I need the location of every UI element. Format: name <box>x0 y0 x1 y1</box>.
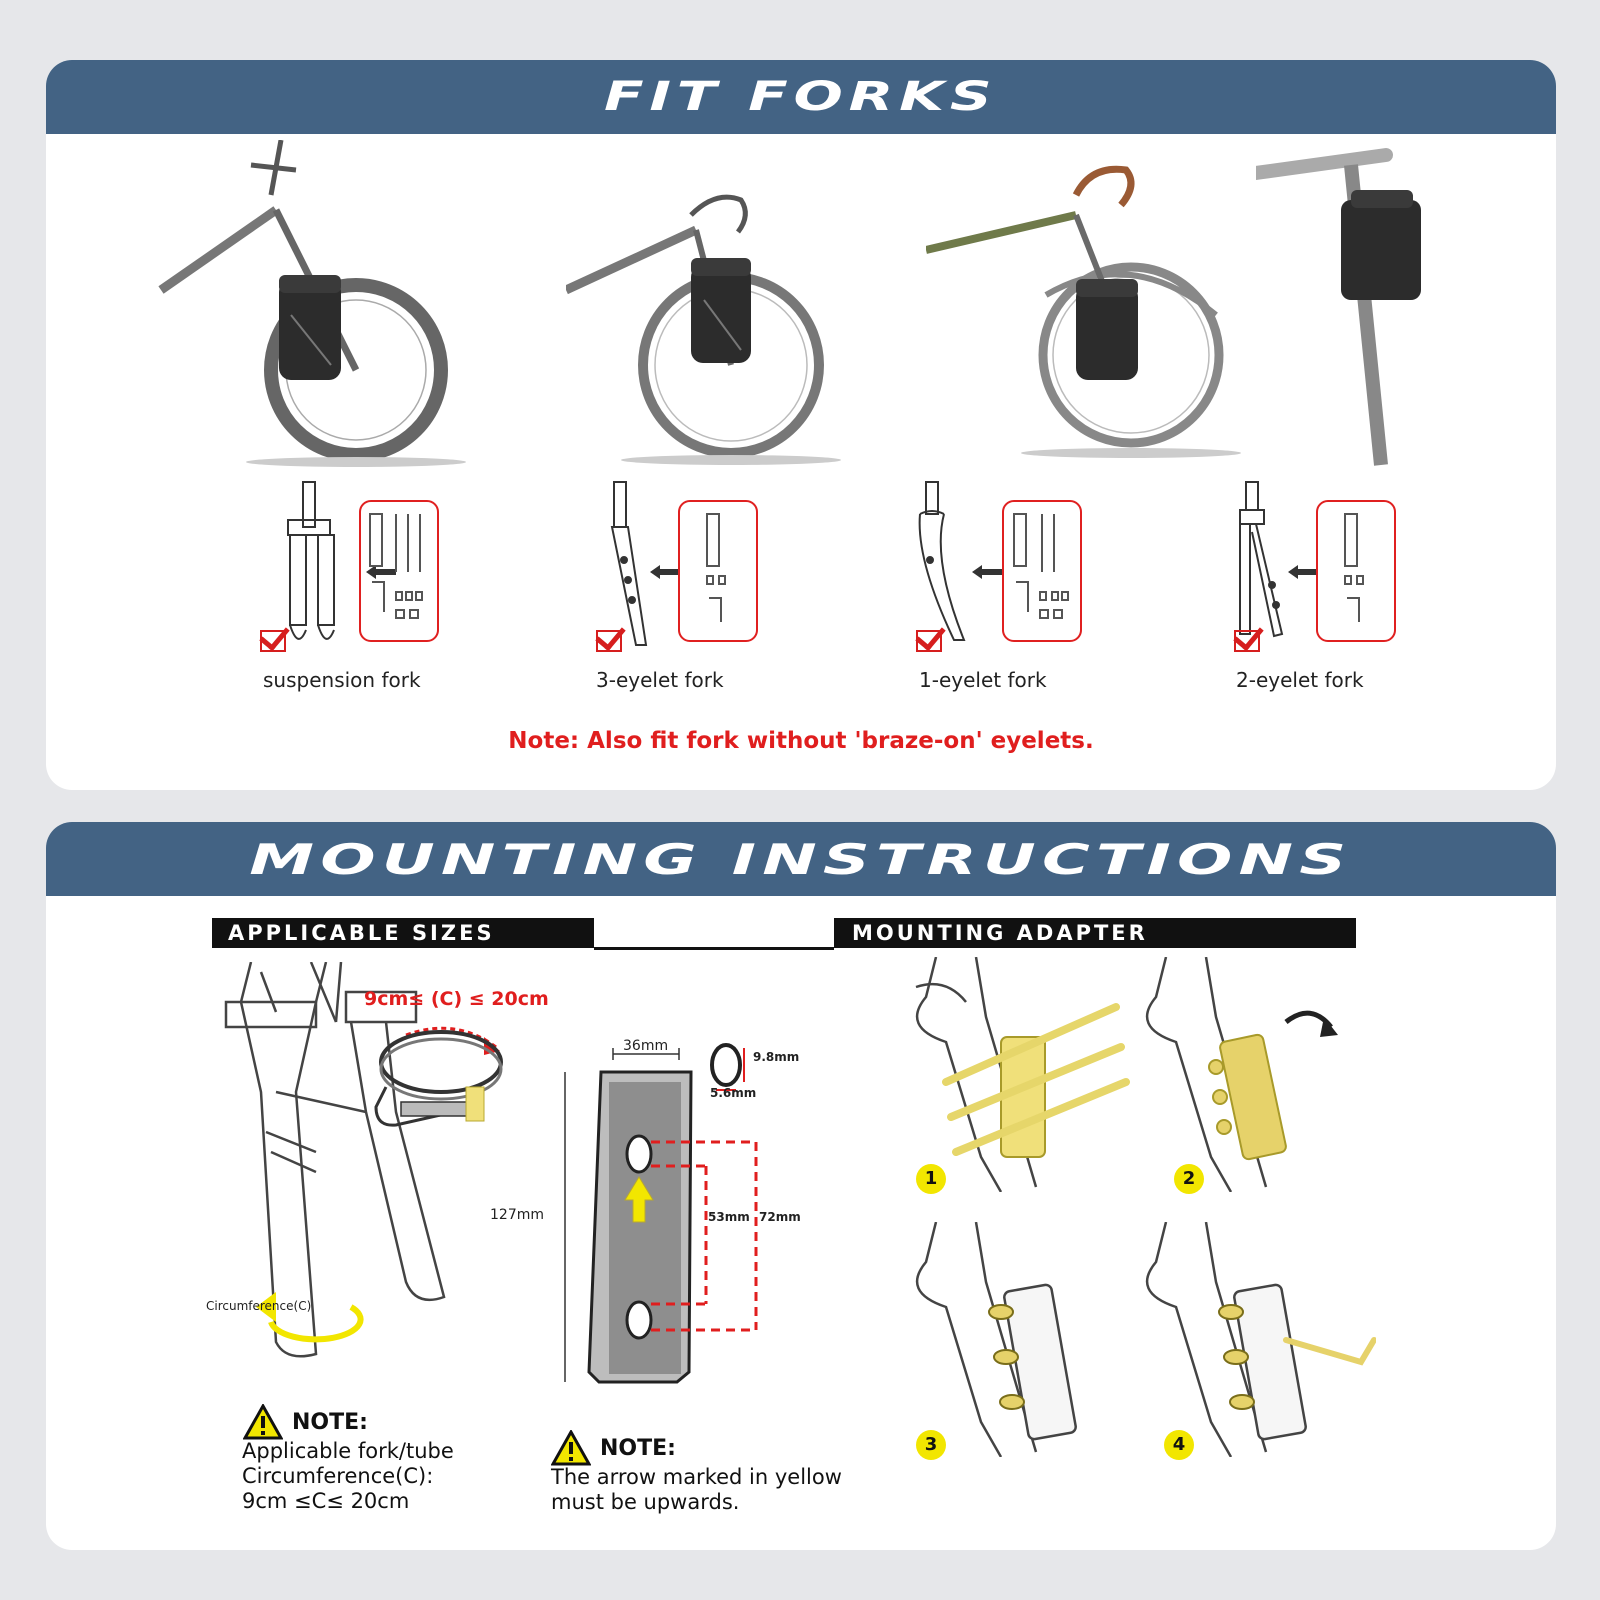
fork-label-suspension: suspension fork <box>263 668 421 692</box>
suspension-fork-drawing <box>224 962 446 1358</box>
arrow-direction-note: The arrow marked in yellow must be upwar… <box>551 1465 842 1515</box>
step-3-badge: 3 <box>916 1430 946 1460</box>
mounting-instructions-panel: MOUNTING INSTRUCTIONS APPLICABLE SIZES N… <box>46 822 1556 1550</box>
one-eyelet-fork-icon <box>918 481 966 641</box>
dim-width: 36mm <box>623 1038 669 1054</box>
kit-parts-icon <box>369 513 423 619</box>
suspension-fork-icon <box>287 481 335 640</box>
kit-parts-icon <box>706 513 726 622</box>
note-line: must be upwards. <box>551 1490 740 1514</box>
two-eyelet-fork-checkbox <box>1234 630 1260 652</box>
three-eyelet-fork-kit <box>678 500 758 642</box>
warning-icon <box>243 1404 283 1440</box>
scooter-image <box>1256 148 1421 466</box>
fork-label-one-eyelet: 1-eyelet fork <box>919 668 1047 692</box>
circumference-range-label: 9cm≤ (C) ≤ 20cm <box>364 988 549 1010</box>
section-divider <box>594 947 834 950</box>
hose-clamp-image <box>374 1026 503 1127</box>
one-eyelet-fork-checkbox <box>916 630 942 652</box>
kit-parts-icon <box>1344 513 1364 622</box>
note-heading: NOTE: <box>292 1410 368 1435</box>
arrow-left-icon <box>972 565 1002 579</box>
suspension-fork-kit <box>359 500 439 642</box>
suspension-fork-checkbox <box>260 630 286 652</box>
step-1-badge: 1 <box>916 1164 946 1194</box>
mounting-banner: MOUNTING INSTRUCTIONS <box>46 822 1556 896</box>
three-eyelet-fork-icon <box>610 481 648 646</box>
install-step-3-image <box>915 1222 1077 1457</box>
install-step-1-image <box>915 957 1130 1192</box>
note-line: Applicable fork/tube <box>242 1439 454 1463</box>
mounting-title: MOUNTING INSTRUCTIONS <box>249 834 1353 884</box>
one-eyelet-fork-kit <box>1002 500 1082 642</box>
warning-icon <box>551 1430 591 1466</box>
fit-forks-note: Note: Also fit fork without 'braze-on' e… <box>508 728 1094 754</box>
three-eyelet-fork-checkbox <box>596 630 622 652</box>
fit-forks-title: FIT FORKS <box>604 74 998 120</box>
bike-mtb-image <box>158 140 466 467</box>
fit-forks-banner: FIT FORKS <box>46 60 1556 134</box>
install-step-2-image <box>1145 957 1338 1192</box>
note-line: 9cm ≤C≤ 20cm <box>242 1489 410 1513</box>
two-eyelet-fork-icon <box>1239 481 1284 638</box>
arrow-left-icon <box>650 565 680 579</box>
two-eyelet-fork-kit <box>1316 500 1396 642</box>
install-step-4-image <box>1145 1222 1376 1457</box>
adapter-plate-diagram <box>564 1048 758 1384</box>
circumference-label: Circumference(C) <box>206 1299 312 1313</box>
step-4-badge: 4 <box>1164 1430 1194 1460</box>
dim-height: 127mm <box>490 1207 544 1223</box>
fork-label-three-eyelet: 3-eyelet fork <box>596 668 724 692</box>
dim-gap-outer: 72mm <box>759 1210 801 1224</box>
dim-slot-height: 9.8mm <box>753 1050 800 1064</box>
fork-label-two-eyelet: 2-eyelet fork <box>1236 668 1364 692</box>
kit-parts-icon <box>1013 513 1069 619</box>
note-heading: NOTE: <box>600 1436 676 1461</box>
arrow-left-icon <box>1288 565 1318 579</box>
bike-touring-image <box>926 165 1241 458</box>
dim-slot-width: 5.6mm <box>710 1086 757 1100</box>
note-line: Circumference(C): <box>242 1464 434 1488</box>
step-2-badge: 2 <box>1174 1164 1204 1194</box>
note-line: The arrow marked in yellow <box>551 1465 842 1489</box>
fit-forks-panel: FIT FORKS <box>46 60 1556 790</box>
applicable-sizes-label: APPLICABLE SIZES NOTES <box>212 918 594 975</box>
arrow-left-icon <box>366 565 396 579</box>
applicable-circumference-note: Applicable fork/tube Circumference(C): 9… <box>242 1439 454 1514</box>
dim-gap-inner: 53mm <box>708 1210 750 1224</box>
adapter-installation-label: MOUNTING ADAPTER INSTALLATION <box>834 918 1356 975</box>
bike-gravel-image <box>566 194 841 465</box>
slot-detail-icon <box>710 1043 745 1091</box>
